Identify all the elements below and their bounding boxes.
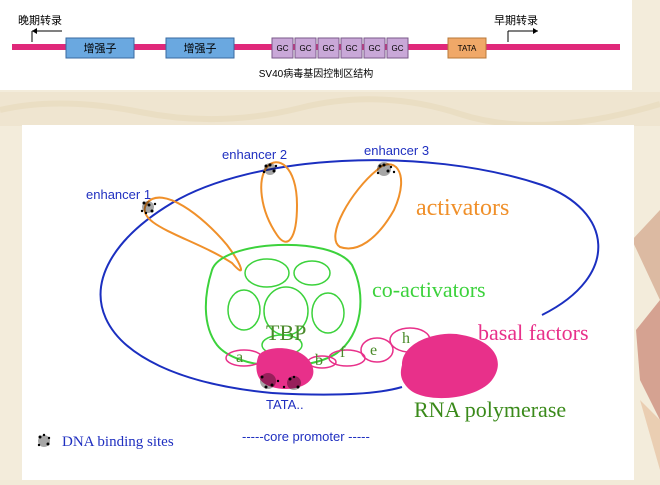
basal-factor-f [328, 349, 366, 367]
gc-box-5-label: GC [369, 44, 381, 53]
transcription-complex-panel: enhancer 1 enhancer 2 enhancer 3 activat… [22, 125, 634, 480]
co-activator-subunit-5 [311, 292, 345, 334]
label-rna-polymerase: RNA polymerase [414, 397, 566, 422]
legend-label: DNA binding sites [62, 434, 174, 450]
gc-box-2 [294, 37, 317, 59]
gc-box-6 [386, 37, 409, 59]
binding-site-tata [260, 373, 301, 390]
gc-box-4-label: GC [346, 44, 358, 53]
sv40-diagram: 晚期转录 早期转录 增强子 增强子 GC GC GC GC GC GC TATA SV40… [12, 13, 620, 80]
label-factor-h: h [402, 330, 410, 347]
early-transcription-label: 早期转录 [494, 13, 538, 27]
transcription-complex-diagram: enhancer 1 enhancer 2 enhancer 3 activat… [37, 143, 600, 450]
gc-box-3-label: GC [323, 44, 335, 53]
label-basal-factors: basal factors [478, 320, 589, 345]
gc-box-4 [340, 37, 363, 59]
label-activators: activators [416, 195, 509, 221]
label-enhancer-2: enhancer 2 [222, 147, 287, 162]
gc-box-1 [271, 37, 294, 59]
gc-box-6-label: GC [392, 44, 404, 53]
dna-loop-tail [271, 386, 403, 396]
enhancer-box-1 [65, 37, 135, 59]
label-factor-b: b [315, 352, 323, 369]
label-tata: TATA.. [266, 397, 304, 412]
tata-box-label: TATA [458, 44, 477, 53]
rna-polymerase-protein [400, 333, 498, 399]
enhancer-box-2 [165, 37, 235, 59]
sv40-caption: SV40病毒基因控制区结构 [259, 67, 373, 80]
label-enhancer-1: enhancer 1 [86, 187, 151, 202]
label-enhancer-3: enhancer 3 [364, 143, 429, 158]
binding-site-enhancer-3 [376, 162, 396, 176]
enhancer-box-1-label: 增强子 [84, 41, 117, 55]
label-core-promoter: -----core promoter ----- [242, 429, 370, 444]
binding-site-enhancer-1 [140, 201, 157, 215]
gc-box-group: GC GC GC GC GC GC [271, 37, 409, 59]
gc-box-5 [363, 37, 386, 59]
late-transcription-arrowhead [32, 28, 37, 34]
legend-binding-site-icon [37, 433, 51, 447]
label-factor-e: e [370, 342, 377, 359]
label-co-activators: co-activators [372, 277, 486, 302]
gc-box-3 [317, 37, 340, 59]
label-tbp: TBP [266, 320, 306, 345]
basal-factor-e [360, 337, 394, 363]
co-activator-subunit-1 [244, 258, 290, 288]
gc-box-1-label: GC [277, 44, 289, 53]
dna-loop-strand [99, 159, 600, 394]
tbp-protein [256, 348, 314, 389]
co-activator-subunit-2 [293, 260, 331, 286]
activator-loop-2 [260, 161, 299, 243]
label-factor-f: f [340, 344, 346, 361]
binding-site-enhancer-2 [262, 163, 278, 175]
tata-box [447, 37, 487, 59]
early-transcription-arrowhead [533, 28, 538, 34]
sv40-control-region-panel: 晚期转录 早期转录 增强子 增强子 GC GC GC GC GC GC TATA SV40… [0, 0, 632, 90]
activator-loop-3 [334, 163, 403, 250]
late-transcription-label: 晚期转录 [18, 13, 62, 27]
activator-loop-1 [143, 196, 242, 272]
label-factor-a: a [236, 349, 243, 366]
gc-box-2-label: GC [300, 44, 312, 53]
enhancer-box-2-label: 增强子 [184, 41, 217, 55]
co-activator-subunit-3 [227, 289, 261, 331]
